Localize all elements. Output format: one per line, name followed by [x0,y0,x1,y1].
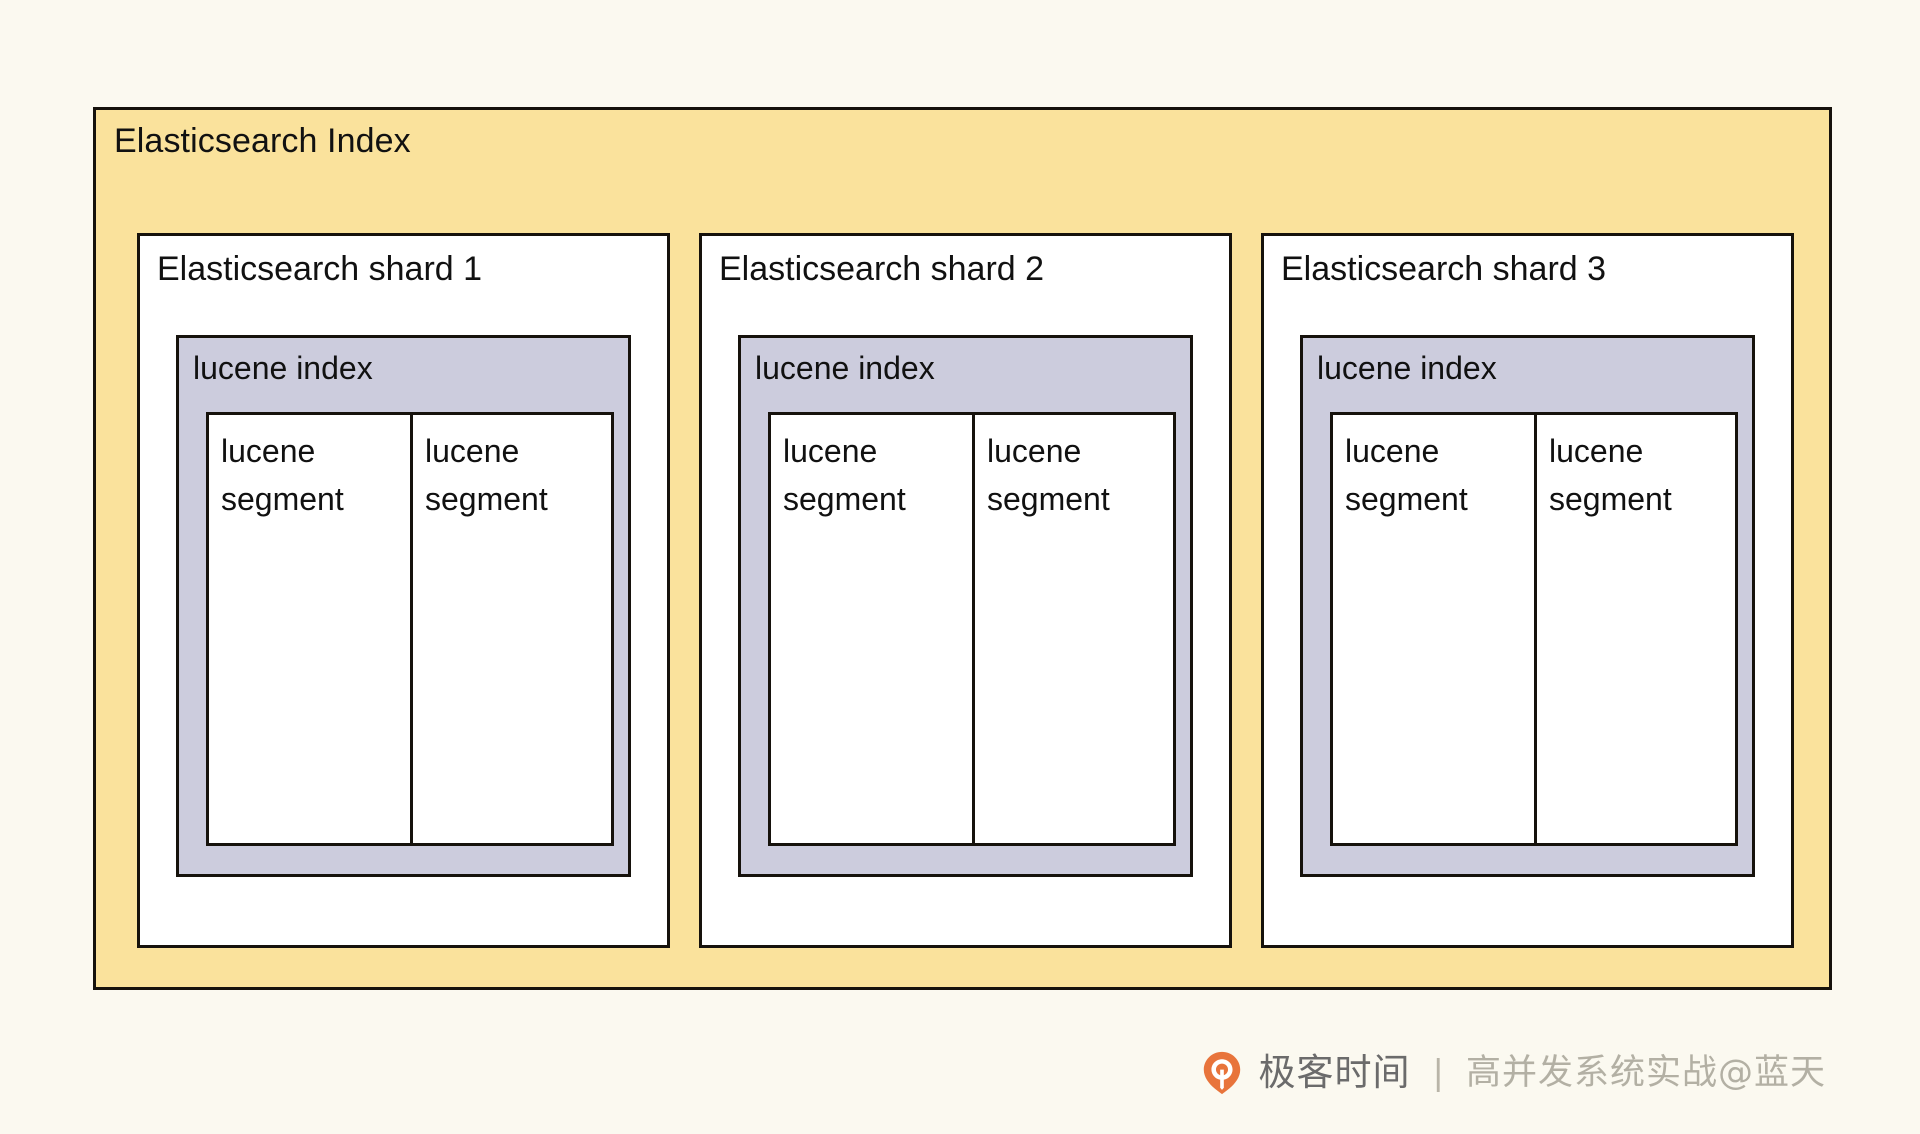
lucene-segment-label: lucene segment [783,433,906,517]
lucene-segment-label: lucene segment [987,433,1110,517]
lucene-segment: lucene segment [1534,415,1735,843]
lucene-segment-label: lucene segment [1549,433,1672,517]
shard-title: Elasticsearch shard 1 [157,250,483,288]
lucene-index-title: lucene index [1317,350,1497,386]
watermark-brand: 极客时间 [1258,1051,1411,1094]
lucene-segment-label: lucene segment [221,433,344,517]
shard-title: Elasticsearch shard 2 [719,250,1045,288]
lucene-segment-label: lucene segment [1345,433,1468,517]
elasticsearch-index-title: Elasticsearch Index [114,122,411,160]
lucene-segment: lucene segment [972,415,1173,843]
lucene-segment-pair: lucene segment lucene segment [768,412,1176,846]
lucene-segment: lucene segment [410,415,611,843]
lucene-index-title: lucene index [755,350,935,386]
lucene-segment: lucene segment [209,415,410,843]
lucene-segment-label: lucene segment [425,433,548,517]
watermark: 极客时间 | 高并发系统实战@蓝天 [1199,1050,1826,1096]
elasticsearch-shard-2: Elasticsearch shard 2 lucene index lucen… [699,233,1232,948]
lucene-segment-pair: lucene segment lucene segment [206,412,614,846]
lucene-index-3: lucene index lucene segment lucene segme… [1300,335,1755,877]
shard-title: Elasticsearch shard 3 [1281,250,1607,288]
lucene-segment-pair: lucene segment lucene segment [1330,412,1738,846]
elasticsearch-shard-1: Elasticsearch shard 1 lucene index lucen… [137,233,670,948]
elasticsearch-index-container: Elasticsearch Index Elasticsearch shard … [93,107,1832,990]
lucene-index-1: lucene index lucene segment lucene segme… [176,335,631,877]
shard-row: Elasticsearch shard 1 lucene index lucen… [137,233,1794,948]
watermark-course: 高并发系统实战@蓝天 [1465,1053,1826,1093]
lucene-segment: lucene segment [771,415,972,843]
lucene-segment: lucene segment [1333,415,1534,843]
lucene-index-2: lucene index lucene segment lucene segme… [738,335,1193,877]
lucene-index-title: lucene index [193,350,373,386]
elasticsearch-shard-3: Elasticsearch shard 3 lucene index lucen… [1261,233,1794,948]
geektime-logo-icon [1203,1051,1240,1095]
watermark-divider: | [1432,1053,1444,1093]
